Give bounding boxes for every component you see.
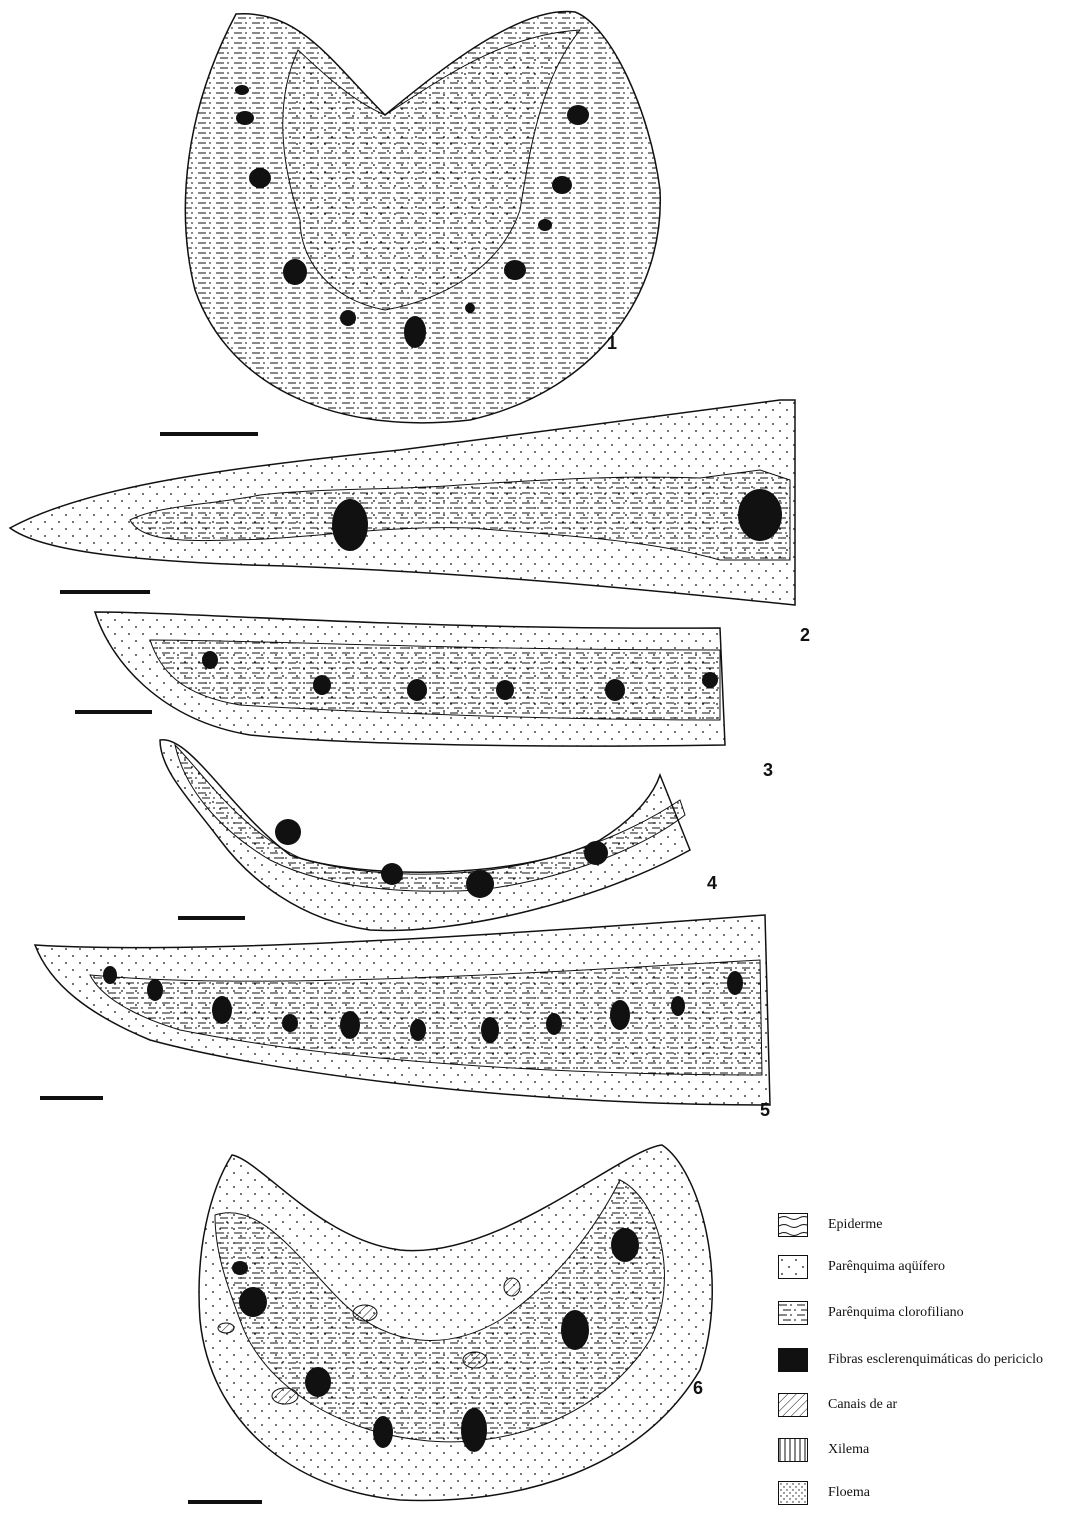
section-number: 5 xyxy=(760,1100,770,1121)
legend-item: Parênquima aqüífero xyxy=(778,1252,945,1282)
legend-item: Fibras esclerenquimáticas do periciclo xyxy=(778,1345,1043,1375)
section-1 xyxy=(185,11,660,422)
legend-item: Parênquima clorofiliano xyxy=(778,1298,964,1328)
epiderme-swatch-icon xyxy=(778,1213,808,1237)
legend-item: Epiderme xyxy=(778,1210,882,1240)
section-number: 4 xyxy=(707,873,717,894)
legend-label: Canais de ar xyxy=(828,1397,897,1413)
section-number: 1 xyxy=(607,333,617,354)
section-2 xyxy=(10,400,795,605)
legend-item: Canais de ar xyxy=(778,1390,897,1420)
section-3 xyxy=(95,612,725,746)
legend-item: Floema xyxy=(778,1478,870,1508)
legend-label: Parênquima aqüífero xyxy=(828,1259,945,1275)
section-number: 2 xyxy=(800,625,810,646)
legend-label: Fibras esclerenquimáticas do periciclo xyxy=(828,1352,1043,1368)
legend-label: Epiderme xyxy=(828,1217,882,1233)
xilema-swatch-icon xyxy=(778,1438,808,1462)
legend-label: Xilema xyxy=(828,1442,869,1458)
parenquima-clorofiliano-swatch-icon xyxy=(778,1301,808,1325)
section-4 xyxy=(160,740,690,931)
floema-swatch-icon xyxy=(778,1481,808,1505)
canais-de-ar-swatch-icon xyxy=(778,1393,808,1417)
section-number: 6 xyxy=(693,1378,703,1399)
legend-label: Floema xyxy=(828,1485,870,1501)
section-5 xyxy=(35,915,770,1105)
section-number: 3 xyxy=(763,760,773,781)
legend-label: Parênquima clorofiliano xyxy=(828,1305,964,1321)
fibras-swatch-icon xyxy=(778,1348,808,1372)
legend-item: Xilema xyxy=(778,1435,869,1465)
section-6 xyxy=(199,1145,712,1500)
parenquima-aquifero-swatch-icon xyxy=(778,1255,808,1279)
